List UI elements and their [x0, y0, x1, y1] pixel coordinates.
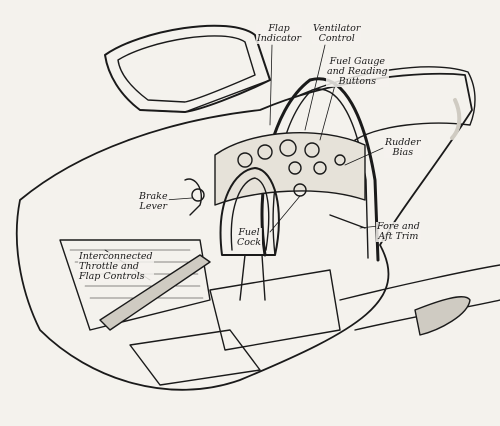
instrument-dial [257, 144, 273, 160]
fuselage-outline [15, 72, 473, 391]
control-column [219, 167, 280, 256]
throttle-quadrant [99, 254, 211, 331]
leader-fuel-gauge [319, 84, 336, 141]
control-column-inner [230, 177, 270, 251]
instrument-dial [304, 142, 320, 158]
seat-pan [209, 269, 341, 351]
yoke-stem [239, 254, 266, 301]
leader-fuel-cock [269, 195, 301, 233]
rear-floor [129, 329, 261, 386]
instrument-dial [334, 154, 346, 166]
instrument-dial [288, 161, 302, 175]
canopy-hinge [139, 79, 271, 113]
canopy-hood [104, 24, 271, 113]
canopy-glass [117, 35, 256, 103]
hoop-inner [272, 88, 369, 259]
leader-brake [164, 197, 193, 201]
cockpit-floor [59, 239, 211, 331]
leader-rudder [344, 147, 384, 166]
instrument-dial [237, 152, 253, 168]
rollover-hoop [260, 77, 380, 262]
brake-lever-knob [191, 188, 205, 202]
instrument-dial [313, 161, 327, 175]
instrument-dial [279, 139, 297, 157]
cowling-highlight [450, 98, 462, 140]
fore-aft-trim-wheel [329, 214, 366, 229]
instrument-panel [214, 132, 366, 206]
leader-ventilator [304, 44, 326, 131]
brake-lever-shape [184, 178, 202, 216]
leader-flap [269, 44, 273, 126]
wing-fairing [414, 296, 471, 336]
